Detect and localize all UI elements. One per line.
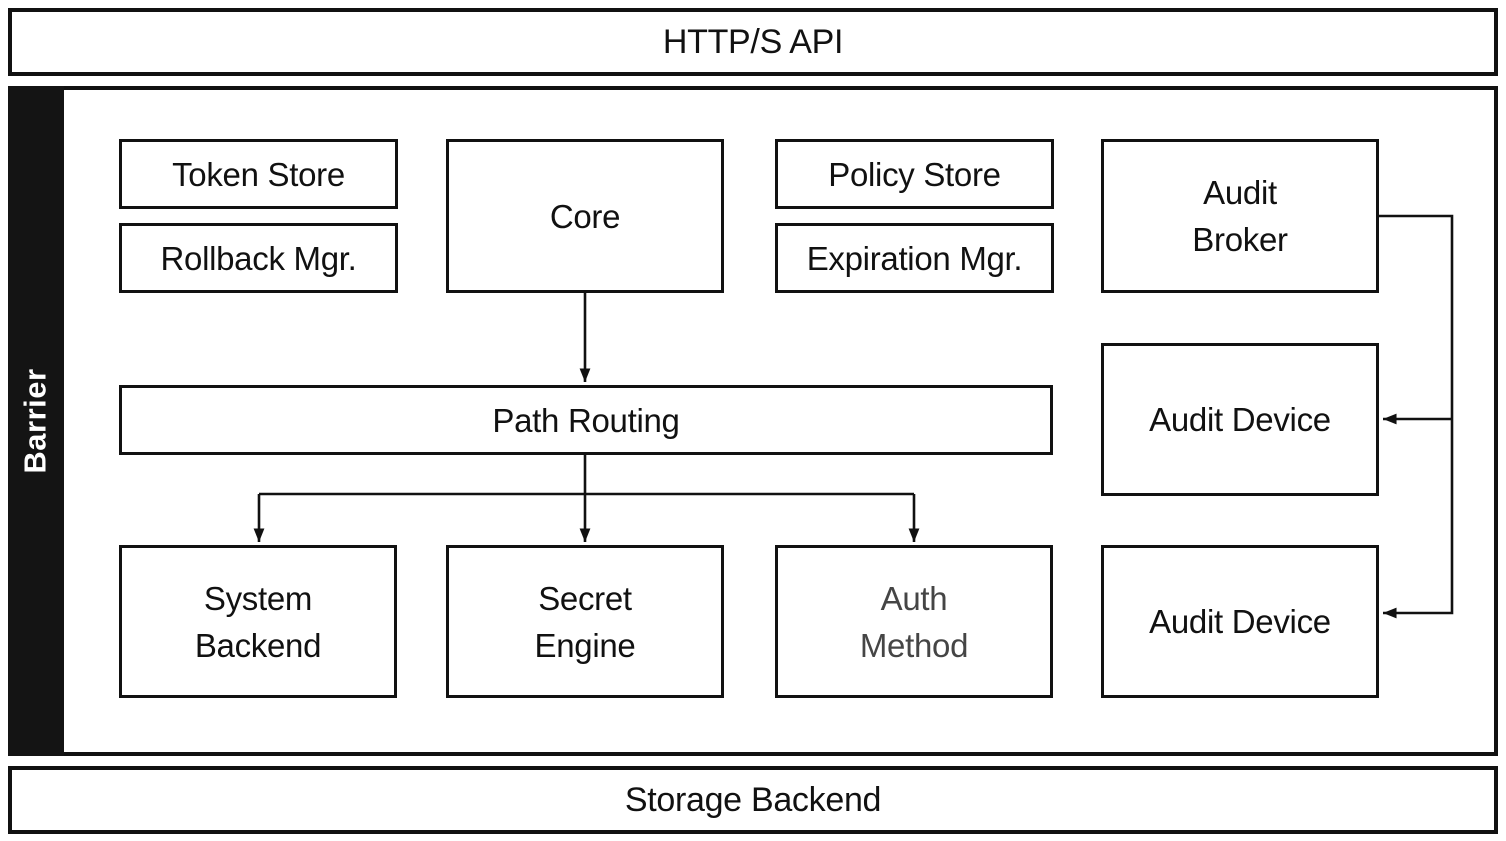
audit-device-top-label: Audit Device <box>1149 401 1331 438</box>
node-audit-broker: Audit Broker <box>1101 139 1379 293</box>
node-audit-device-top: Audit Device <box>1101 343 1379 496</box>
node-core: Core <box>446 139 724 293</box>
node-system-backend: System Backend <box>119 545 397 698</box>
http-api-bar: HTTP/S API <box>8 8 1498 76</box>
rollback-mgr-label: Rollback Mgr. <box>160 239 357 277</box>
barrier-label: Barrier <box>18 368 53 474</box>
core-label: Core <box>549 197 621 235</box>
node-token-store: Token Store <box>119 139 398 209</box>
node-path-routing: Path Routing <box>119 385 1053 455</box>
secret-engine-label: Secret Engine <box>534 579 636 664</box>
policy-store-label: Policy Store <box>828 155 1001 193</box>
node-expiration-mgr: Expiration Mgr. <box>775 223 1054 293</box>
system-backend-label: System Backend <box>194 579 322 664</box>
node-audit-device-bottom: Audit Device <box>1101 545 1379 698</box>
node-policy-store: Policy Store <box>775 139 1054 209</box>
expiration-mgr-label: Expiration Mgr. <box>806 239 1023 277</box>
path-routing-label: Path Routing <box>492 401 680 439</box>
storage-backend-bar: Storage Backend <box>8 766 1498 834</box>
auth-method-label: Auth Method <box>859 579 969 664</box>
node-rollback-mgr: Rollback Mgr. <box>119 223 398 293</box>
storage-backend-label: Storage Backend <box>624 780 882 819</box>
http-api-label: HTTP/S API <box>662 22 844 61</box>
barrier-strip: Barrier <box>8 86 64 756</box>
audit-broker-label: Audit Broker <box>1192 174 1288 258</box>
node-secret-engine: Secret Engine <box>446 545 724 698</box>
node-auth-method: Auth Method <box>775 545 1053 698</box>
audit-device-bottom-label: Audit Device <box>1149 603 1331 640</box>
token-store-label: Token Store <box>172 155 345 193</box>
